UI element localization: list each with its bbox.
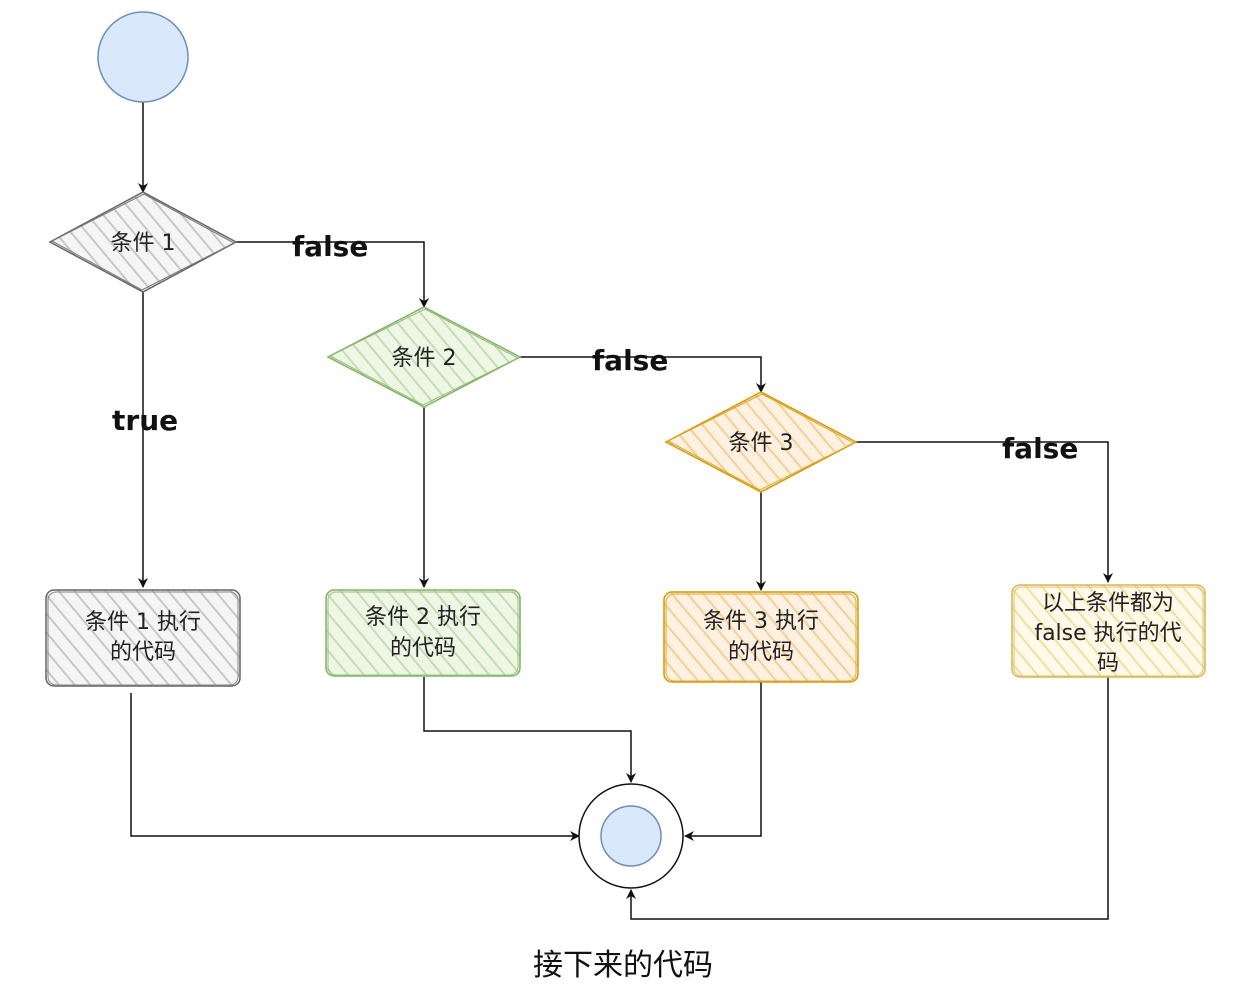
edge-cond2-false-to-cond3 (520, 356, 766, 393)
end-node[interactable] (578, 783, 684, 889)
edge-block2-to-end (423, 677, 636, 783)
false-label-1: false (292, 230, 368, 263)
decision-cond3[interactable]: 条件 3 (664, 391, 858, 493)
process-block2[interactable]: 条件 2 执行 的代码 (325, 589, 521, 677)
true-label-1: true (112, 404, 178, 437)
process-block3[interactable]: 条件 3 执行 的代码 (663, 591, 859, 683)
process-block1[interactable]: 条件 1 执行 的代码 (45, 589, 241, 687)
decision-cond2-label: 条件 2 (392, 346, 457, 371)
decision-cond1-label: 条件 1 (111, 231, 176, 256)
false-label-2: false (592, 344, 668, 377)
decision-cond2[interactable]: 条件 2 (326, 306, 522, 408)
process-block2-line1: 条件 2 执行 (365, 605, 481, 630)
edge-cond3-false-to-block4 (856, 441, 1113, 583)
process-block4-line3: 码 (1097, 651, 1119, 676)
process-block4-line2: false 执行的代 (1034, 621, 1181, 646)
edge-block3-to-end (684, 682, 762, 841)
edge-block1-to-end (130, 693, 580, 841)
false-label-3: false (1002, 432, 1078, 465)
edge-labels: false false false true (112, 230, 1078, 465)
process-block4[interactable]: 以上条件都为 false 执行的代 码 (1011, 584, 1206, 678)
edge-block4-to-end (626, 677, 1109, 920)
decision-cond3-label: 条件 3 (729, 431, 794, 456)
edges (130, 102, 1113, 920)
decision-cond1[interactable]: 条件 1 (48, 191, 238, 293)
process-block3-line1: 条件 3 执行 (703, 609, 819, 634)
start-node[interactable] (97, 11, 189, 103)
end-node-inner (600, 805, 662, 867)
process-block4-line1: 以上条件都为 (1042, 591, 1174, 616)
edge-cond1-false-to-cond2 (236, 241, 429, 308)
end-caption: 接下来的代码 (533, 948, 713, 983)
process-block1-line2: 的代码 (110, 640, 176, 665)
process-block3-line2: 的代码 (728, 640, 794, 665)
process-block2-line2: 的代码 (390, 636, 456, 661)
process-block1-line1: 条件 1 执行 (85, 610, 201, 635)
